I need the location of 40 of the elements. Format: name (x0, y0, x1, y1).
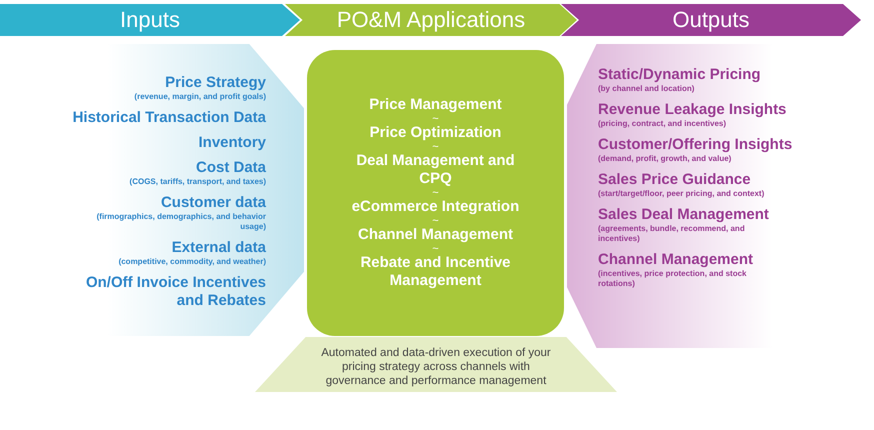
item-heading: On/Off Invoice Incentives and Rebates (84, 274, 266, 310)
item-description: (agreements, bundle, recommend, and incentives) (598, 224, 746, 244)
application-name: Channel Management (358, 226, 514, 244)
chevron-banner (0, 4, 300, 36)
item-heading: Static/Dynamic Pricing (598, 66, 761, 84)
item-heading: Cost Data (196, 159, 266, 177)
application-name: Rebate and Incentive Management (359, 254, 512, 290)
separator-tilde: ~ (432, 114, 439, 124)
item-description: (by channel and location) (598, 84, 694, 94)
application-name: Deal Management and CPQ (355, 152, 516, 188)
application-name: Price Management (369, 96, 502, 114)
banner-title: Outputs (671, 6, 751, 34)
item-heading: Sales Deal Management (598, 206, 769, 224)
item-heading: Revenue Leakage Insights (598, 101, 786, 119)
application-name: eCommerce Integration (352, 198, 520, 216)
item-description: (firmographics, demographics, and behavior usage) (96, 212, 266, 232)
application-name: Price Optimization (370, 124, 502, 142)
item-description: (incentives, price protection, and stock rotations) (598, 269, 748, 289)
banner-title: Inputs (119, 6, 181, 34)
item-heading: Customer/Offering Insights (598, 136, 792, 154)
item-description: (revenue, margin, and profit goals) (134, 92, 266, 102)
item-description: (pricing, contract, and incentives) (598, 119, 726, 129)
item-heading: External data (172, 239, 266, 257)
item-description: (start/target/floor, peer pricing, and context) (598, 189, 764, 199)
separator-tilde: ~ (432, 142, 439, 152)
item-description: (competitive, commodity, and weather) (118, 257, 266, 267)
applications-box (307, 50, 564, 336)
item-description: (demand, profit, growth, and value) (598, 154, 732, 164)
separator-tilde: ~ (432, 216, 439, 226)
item-description: (COGS, tariffs, transport, and taxes) (130, 177, 266, 187)
separator-tilde: ~ (432, 244, 439, 254)
description-text: Automated and data-driven execution of your pricing strategy across channels with governance and performance management (320, 346, 552, 388)
item-heading: Sales Price Guidance (598, 171, 751, 189)
separator-tilde: ~ (432, 188, 439, 198)
item-heading: Historical Transaction Data (72, 109, 266, 127)
item-heading: Inventory (198, 134, 266, 152)
item-heading: Price Strategy (165, 74, 266, 92)
item-heading: Customer data (160, 194, 266, 212)
item-heading: Channel Management (598, 251, 754, 269)
banner-title: PO&M Applications (336, 6, 526, 34)
